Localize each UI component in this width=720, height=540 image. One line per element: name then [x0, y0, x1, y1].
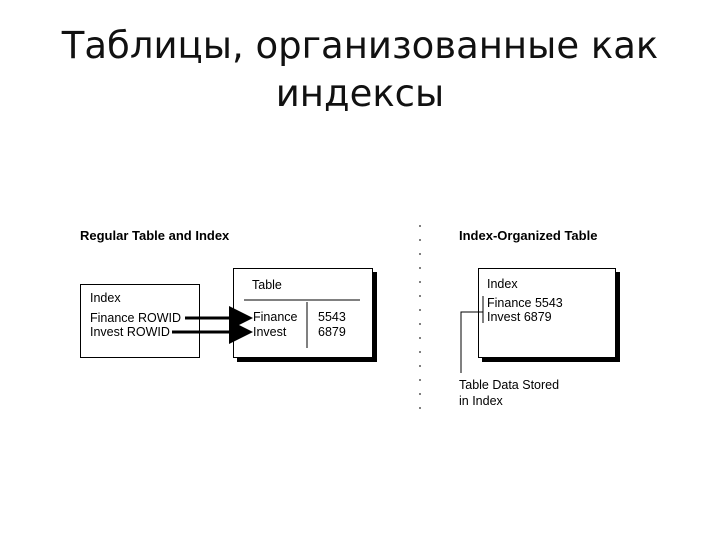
caption-leader [460, 311, 483, 373]
iot-caption-line-1: Table Data Stored [459, 378, 560, 392]
slide-title: Таблицы, организованные как индексы [60, 22, 660, 118]
iot-index-box-title: Index [487, 277, 518, 291]
slide-title-line-2: индексы [275, 72, 445, 115]
table-box-title: Table [252, 278, 282, 292]
index-box-row-invest: Invest ROWID [90, 325, 170, 339]
iot-row-invest: Invest 6879 [487, 310, 552, 324]
table-row-finance-name: Finance [253, 310, 298, 324]
slide-title-line-1: Таблицы, организованные как [61, 24, 659, 67]
index-box [80, 284, 200, 358]
right-panel-heading: Index-Organized Table [459, 228, 598, 243]
left-panel-heading: Regular Table and Index [80, 228, 230, 243]
index-box-row-finance: Finance ROWID [90, 311, 181, 325]
table-box [233, 268, 373, 358]
iot-row-finance: Finance 5543 [487, 296, 563, 310]
table-row-invest-name: Invest [253, 325, 287, 339]
index-box-title: Index [90, 291, 121, 305]
iot-index-box [478, 268, 616, 358]
iot-caption-line-2: in Index [459, 394, 503, 408]
table-row-invest-value: 6879 [318, 325, 346, 339]
table-row-finance-value: 5543 [318, 310, 346, 324]
